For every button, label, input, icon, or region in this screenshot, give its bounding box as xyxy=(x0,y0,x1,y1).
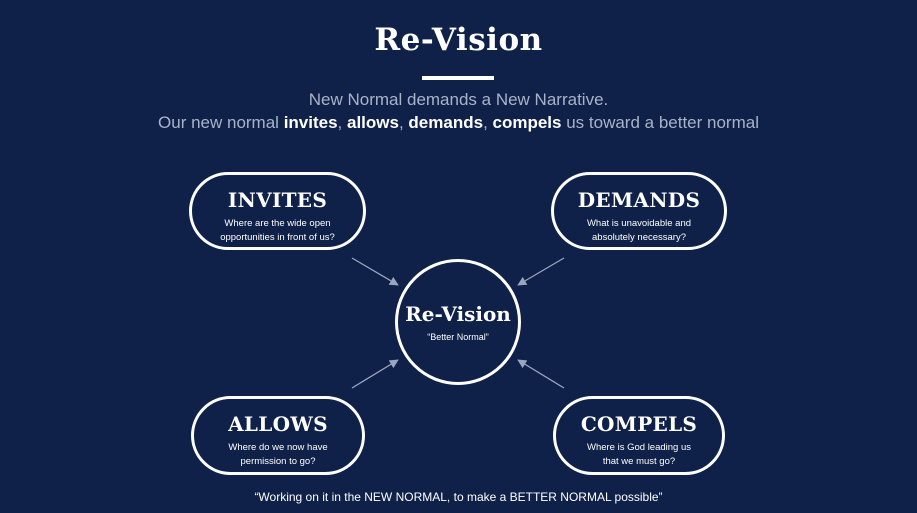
subtitle-word-allows: allows xyxy=(347,113,399,132)
node-allows-description: Where do we now have permission to go? xyxy=(194,441,362,469)
node-demands-line-2: absolutely necessary? xyxy=(592,232,686,243)
node-allows-line-1: Where do we now have xyxy=(228,442,328,453)
center-node-title: Re-Vision xyxy=(405,302,511,326)
node-demands-title: DEMANDS xyxy=(577,188,701,212)
node-compels-title: COMPELS xyxy=(580,412,698,436)
arrow-demands-to-center xyxy=(517,257,565,286)
arrow-compels-to-center xyxy=(517,359,565,389)
node-invites-description: Where are the wide open opportunities in… xyxy=(192,217,363,245)
center-node: Re-Vision “Better Normal” xyxy=(395,259,521,385)
title-underline xyxy=(422,76,494,80)
node-allows: ALLOWS Where do we now have permission t… xyxy=(191,396,365,475)
subtitle-word-compels: compels xyxy=(492,113,562,132)
center-node-subtitle: “Better Normal” xyxy=(427,332,489,342)
node-invites-line-1: Where are the wide open xyxy=(224,218,331,229)
node-demands-description: What is unavoidable and absolutely neces… xyxy=(554,217,724,245)
subtitle-suffix: us toward a better normal xyxy=(561,113,759,132)
subtitle-word-invites: invites xyxy=(283,113,338,132)
subtitle-word-demands: demands xyxy=(408,113,484,132)
node-demands-line-1: What is unavoidable and xyxy=(586,218,692,229)
node-invites: INVITES Where are the wide open opportun… xyxy=(189,172,366,250)
subtitle-separator: , xyxy=(337,113,347,132)
node-allows-line-2: permission to go? xyxy=(240,456,316,467)
arrow-invites-to-center xyxy=(351,257,399,286)
footer-quote: “Working on it in the NEW NORMAL, to mak… xyxy=(254,490,663,504)
node-invites-title: INVITES xyxy=(227,188,328,212)
node-demands: DEMANDS What is unavoidable and absolute… xyxy=(551,172,727,250)
node-allows-title: ALLOWS xyxy=(228,412,328,436)
subtitle-line-2: Our new normal invites, allows, demands,… xyxy=(0,113,917,133)
node-compels-line-1: Where is God leading us xyxy=(586,442,692,453)
node-compels-line-2: that we must go? xyxy=(602,456,676,467)
arrow-allows-to-center xyxy=(351,359,399,389)
node-compels: COMPELS Where is God leading us that we … xyxy=(553,396,725,475)
subtitle-prefix: Our new normal xyxy=(158,113,284,132)
node-compels-description: Where is God leading us that we must go? xyxy=(556,441,722,469)
subtitle-separator: , xyxy=(483,113,493,132)
subtitle-line-1: New Normal demands a New Narrative. xyxy=(308,90,609,109)
subtitle-separator: , xyxy=(398,113,409,132)
node-invites-line-2: opportunities in front of us? xyxy=(220,232,335,243)
page-title: Re-Vision xyxy=(374,22,543,58)
